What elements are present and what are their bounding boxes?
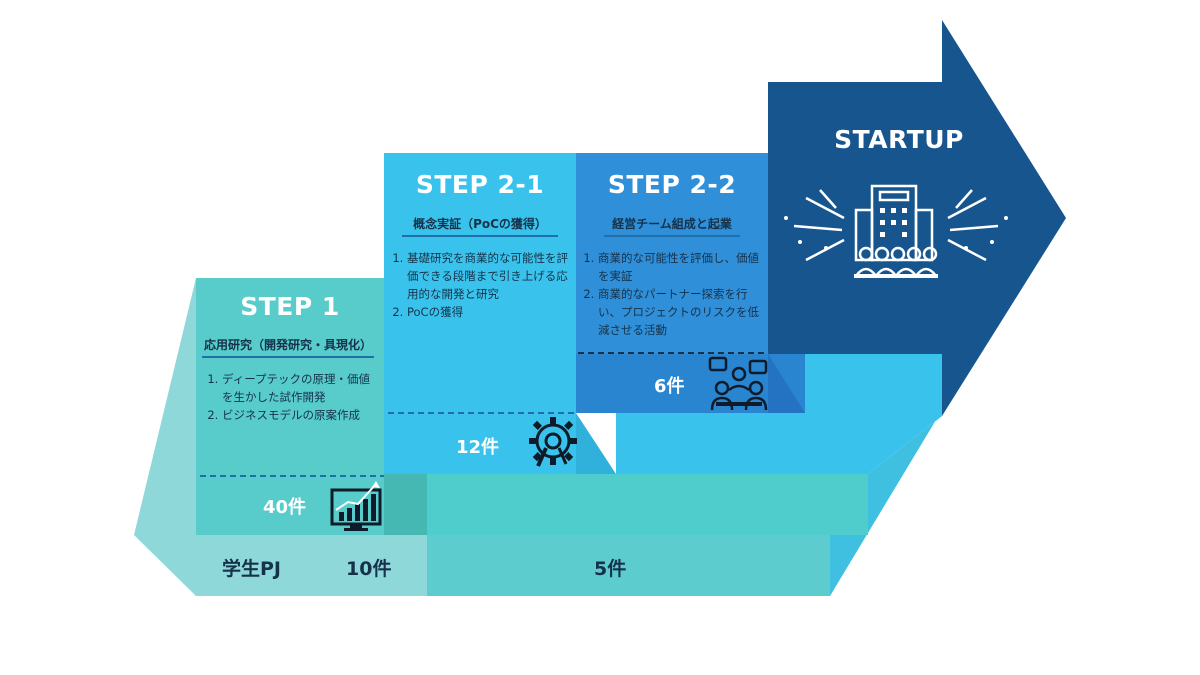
arrow-lower-band — [805, 354, 942, 474]
step21-count: 12件 — [456, 437, 500, 458]
step22-title: STEP 2-2 — [607, 170, 737, 199]
step1-description: ディープテックの原理・価値を生かした試作開発 ビジネスモデルの原案作成 — [202, 370, 380, 424]
step1-title: STEP 1 — [240, 292, 340, 321]
gear-wrench-icon — [529, 417, 577, 467]
arrow-tail-band — [830, 410, 942, 596]
base-band-right — [427, 535, 830, 596]
team-meeting-icon — [708, 356, 768, 411]
student-pj-count: 10件 — [346, 558, 392, 580]
step1-item-2: ビジネスモデルの原案作成 — [222, 406, 380, 424]
step1-side — [134, 278, 196, 535]
step21-title: STEP 2-1 — [415, 170, 545, 199]
office-building-people-icon — [784, 184, 1008, 279]
step22-fold — [768, 354, 805, 413]
step21-item-1: 基礎研究を商業的な可能性を評価できる段階まで引き上げる応用的な開発と研究 — [407, 249, 573, 303]
student-pj-label: 学生PJ — [222, 558, 281, 580]
growth-chart-icon — [330, 481, 382, 531]
step22-subtitle: 経営チーム組成と起業 — [604, 215, 740, 237]
step1-fold — [384, 474, 427, 535]
step21-fold — [576, 413, 616, 474]
step22-description: 商業的な可能性を評価し、価値を実証 商業的なパートナー探索を行い、プロジェクトの… — [578, 249, 766, 339]
step22-count: 6件 — [654, 376, 685, 397]
step21-description: 基礎研究を商業的な可能性を評価できる段階まで引き上げる応用的な開発と研究 PoC… — [387, 249, 573, 321]
base-right-count: 5件 — [594, 558, 627, 580]
startup-title: STARTUP — [834, 125, 964, 154]
step1-panel — [196, 278, 384, 535]
mid-band — [427, 474, 868, 535]
step22-item-1: 商業的な可能性を評価し、価値を実証 — [598, 249, 766, 285]
step21-subtitle: 概念実証（PoCの獲得） — [402, 215, 558, 237]
step1-count: 40件 — [263, 497, 307, 518]
step1-item-1: ディープテックの原理・価値を生かした試作開発 — [222, 370, 380, 406]
step22-item-2: 商業的なパートナー探索を行い、プロジェクトのリスクを低減させる活動 — [598, 285, 766, 339]
base-band-left — [134, 535, 427, 596]
step21-lower-right — [616, 413, 805, 474]
step21-panel — [384, 153, 576, 474]
step1-subtitle: 応用研究（開発研究・具現化） — [202, 336, 374, 358]
step21-item-2: PoCの獲得 — [407, 303, 573, 321]
